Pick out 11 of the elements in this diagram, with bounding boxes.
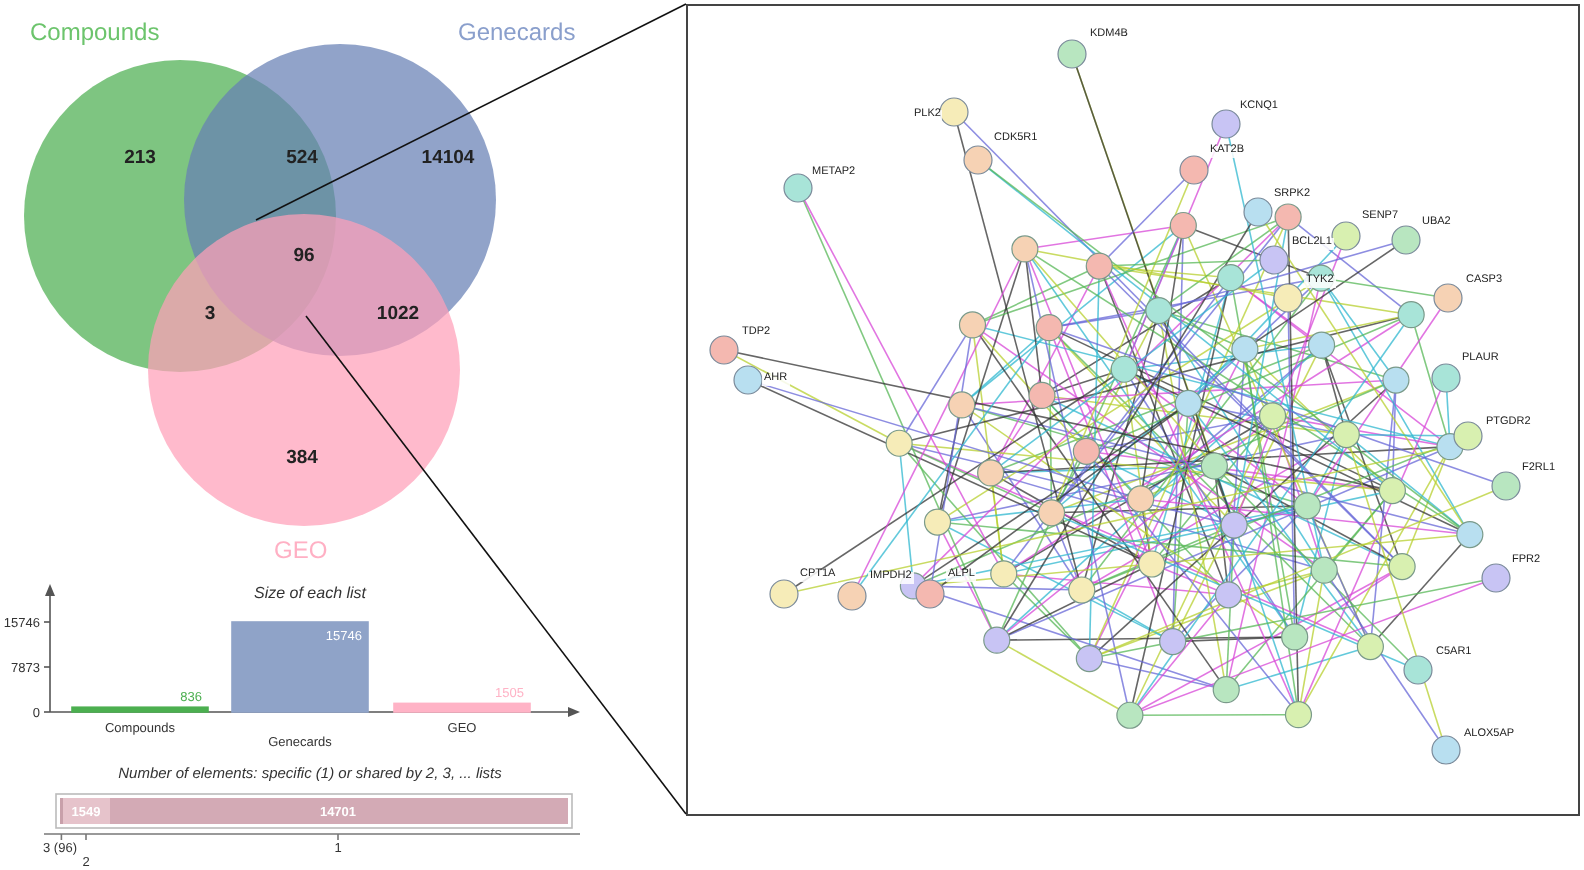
count-label: 96 bbox=[293, 245, 315, 267]
set-label: Compounds bbox=[30, 18, 160, 46]
count-label: 14104 bbox=[421, 147, 475, 169]
count-label: 384 bbox=[286, 447, 318, 469]
count-label: 213 bbox=[124, 147, 156, 169]
chart-title: Size of each list bbox=[253, 584, 367, 602]
count-label: 3 bbox=[204, 303, 216, 325]
set-label: Genecards bbox=[458, 18, 576, 46]
set-label: GEO bbox=[274, 536, 328, 564]
count-label: 524 bbox=[286, 147, 318, 169]
count-label: 1022 bbox=[376, 303, 420, 325]
